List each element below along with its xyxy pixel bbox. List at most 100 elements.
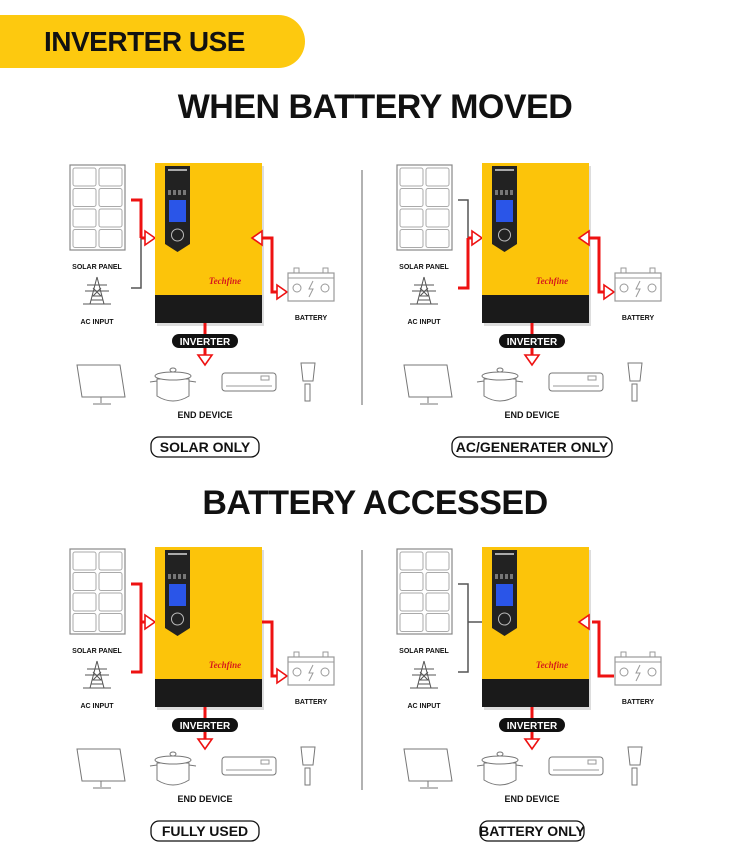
- output-arrow-icon: [196, 354, 214, 367]
- battery-icon: [287, 651, 335, 686]
- solar-panel-icon: [69, 164, 126, 251]
- lcd-screen: [496, 584, 513, 606]
- input-arrow-icon: [471, 229, 484, 247]
- battery-wire: [588, 236, 604, 294]
- air-conditioner-icon: [548, 372, 604, 392]
- battery-icon: [614, 267, 662, 302]
- inverter-label: INVERTER: [180, 337, 231, 348]
- transmission-tower-icon: [410, 276, 438, 305]
- air-conditioner-icon: [221, 372, 277, 392]
- battery-wire: [261, 236, 277, 294]
- end-device-label: END DEVICE: [504, 410, 559, 420]
- lamp-icon: [300, 362, 316, 402]
- inverter-tag: INVERTER: [499, 334, 565, 348]
- input-arrow-icon: [144, 229, 157, 247]
- solar-wire: [458, 583, 469, 622]
- solar-panel-label: SOLAR PANEL: [72, 264, 122, 271]
- output-arrow-icon: [196, 738, 214, 751]
- brand-logo: Techfine: [536, 660, 568, 670]
- solar-panel-label: SOLAR PANEL: [399, 648, 449, 655]
- inverter-to-battery-arrow-icon: [276, 283, 289, 301]
- solar-wire: [131, 582, 143, 622]
- inverter-base: [482, 295, 589, 323]
- solar-panel-icon: [396, 548, 453, 635]
- cooking-pot-icon: [149, 751, 197, 786]
- dpad-icon: [171, 612, 184, 626]
- lamp-icon: [627, 362, 643, 402]
- solar-panel-label: SOLAR PANEL: [399, 264, 449, 271]
- air-conditioner-icon: [221, 756, 277, 776]
- inverter-unit: Techfine: [155, 163, 264, 326]
- ac-wire: [131, 622, 143, 674]
- end-device-label: END DEVICE: [177, 794, 232, 804]
- dpad-icon: [498, 612, 511, 626]
- ac-wire: [131, 238, 142, 289]
- mode-label: BATTERY ONLY: [479, 823, 585, 839]
- section-title-battery-moved: WHEN BATTERY MOVED: [177, 88, 573, 126]
- inverter-unit: Techfine: [482, 547, 591, 710]
- lamp-icon: [627, 746, 643, 786]
- solar-panel-label: SOLAR PANEL: [72, 648, 122, 655]
- solar-wire: [131, 198, 143, 238]
- battery-to-inverter-arrow-icon: [577, 229, 590, 247]
- cooking-pot-icon: [476, 751, 524, 786]
- header-banner: INVERTER USE: [0, 15, 305, 68]
- ac-input-label: AC INPUT: [407, 703, 441, 710]
- inverter-tag: INVERTER: [172, 334, 238, 348]
- inverter-label: INVERTER: [507, 337, 558, 348]
- mode-label-badge: SOLAR ONLY: [150, 436, 260, 458]
- battery-label: BATTERY: [622, 699, 655, 706]
- ac-input-label: AC INPUT: [407, 319, 441, 326]
- battery-wire: [262, 620, 277, 678]
- inverter-unit: Techfine: [482, 163, 591, 326]
- output-arrow-icon: [523, 738, 541, 751]
- dpad-icon: [498, 228, 511, 242]
- brand-logo: Techfine: [209, 276, 241, 286]
- battery-icon: [287, 267, 335, 302]
- lamp-icon: [300, 746, 316, 786]
- battery-wire: [592, 620, 614, 678]
- transmission-tower-icon: [410, 660, 438, 689]
- end-device-label: END DEVICE: [504, 794, 559, 804]
- ac-wire: [458, 622, 469, 673]
- monitor-icon: [76, 364, 126, 405]
- inverter-base: [482, 679, 589, 707]
- mode-label: SOLAR ONLY: [160, 439, 251, 455]
- ac-input-label: AC INPUT: [80, 703, 114, 710]
- input-arrow-icon: [144, 613, 157, 631]
- inverter-tag: INVERTER: [499, 718, 565, 732]
- inverter-unit: Techfine: [155, 547, 264, 710]
- battery-label: BATTERY: [295, 315, 328, 322]
- end-device-label: END DEVICE: [177, 410, 232, 420]
- inverter-tag: INVERTER: [172, 718, 238, 732]
- inverter-label: INVERTER: [507, 721, 558, 732]
- cooking-pot-icon: [149, 367, 197, 402]
- inverter-to-battery-arrow-icon: [603, 283, 616, 301]
- mode-label: FULLY USED: [162, 823, 248, 839]
- monitor-icon: [403, 748, 453, 789]
- inverter-base: [155, 295, 262, 323]
- inverter-base: [155, 679, 262, 707]
- solar-wire: [458, 199, 469, 238]
- mode-label-badge: AC/GENERATER ONLY: [451, 436, 613, 458]
- transmission-tower-icon: [83, 276, 111, 305]
- solar-panel-icon: [396, 164, 453, 251]
- output-arrow-icon: [523, 354, 541, 367]
- battery-to-inverter-arrow-icon: [250, 229, 263, 247]
- cooking-pot-icon: [476, 367, 524, 402]
- ac-input-label: AC INPUT: [80, 319, 114, 326]
- monitor-icon: [403, 364, 453, 405]
- battery-to-inverter-arrow-icon: [577, 613, 590, 631]
- inverter-to-battery-arrow-icon: [276, 667, 289, 685]
- dpad-icon: [171, 228, 184, 242]
- lcd-screen: [169, 200, 186, 222]
- ac-wire: [458, 238, 470, 290]
- monitor-icon: [76, 748, 126, 789]
- battery-label: BATTERY: [295, 699, 328, 706]
- lcd-screen: [169, 584, 186, 606]
